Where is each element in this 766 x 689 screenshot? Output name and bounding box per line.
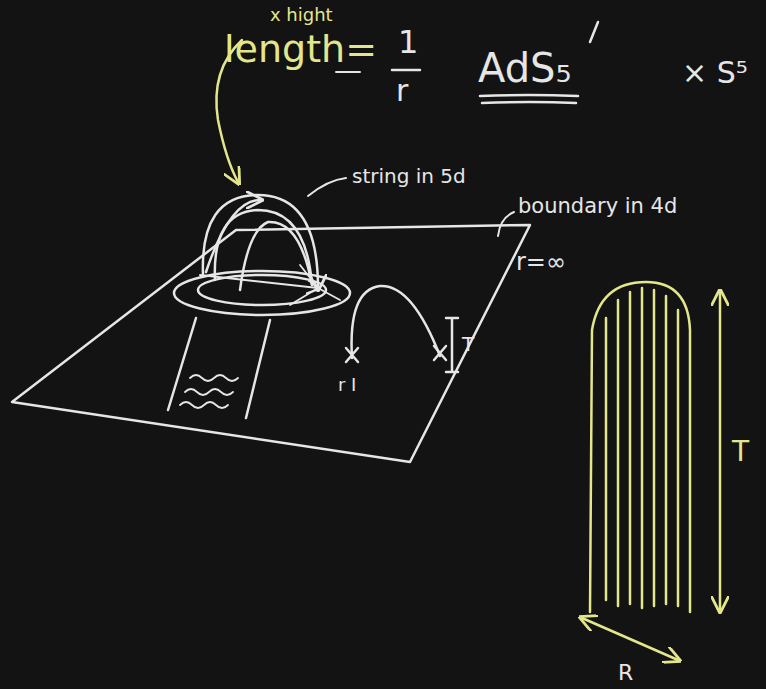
cylinder-worldsheet [582,282,720,660]
boundary-plane [12,225,530,462]
coordinate-label: r=∞ [516,250,566,274]
dimension-label: T [732,438,749,466]
leader-lines [308,178,514,236]
string-worldsheet [174,195,350,315]
dimension-label: R [618,662,633,684]
dimension-label: T [462,334,474,354]
callout-label: boundary in 4d [518,196,677,217]
space-name: AdS₅ [478,48,571,88]
formula-text: r [396,76,408,106]
endpoint-label: r I [338,376,356,394]
small-string [346,286,458,372]
callout-label: string in 5d [352,166,466,186]
space-name: × S⁵ [682,58,748,88]
note-text: x hight [270,6,333,24]
formula-text: 1 [398,26,418,58]
formula-text: length= [224,30,377,68]
